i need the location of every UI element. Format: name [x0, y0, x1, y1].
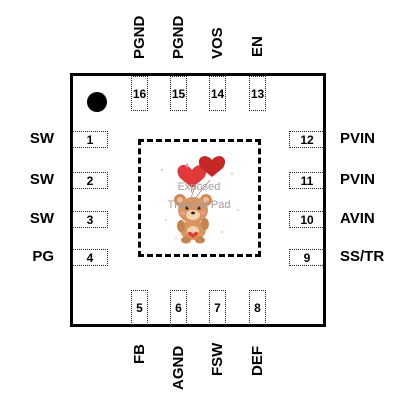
pin-pad-11: 11	[289, 172, 325, 189]
pin-pad-13: 13	[249, 76, 266, 111]
pin-pad-7: 7	[209, 290, 226, 325]
pin-pad-9: 9	[289, 249, 325, 266]
pin-pad-6: 6	[170, 290, 187, 325]
pin-label-5: FB	[131, 344, 148, 364]
pin-pad-3: 3	[72, 211, 108, 228]
pin-pad-12: 12	[289, 131, 325, 148]
pin-label-3: SW	[29, 210, 54, 227]
pin-label-2: SW	[29, 171, 54, 188]
teddy-bear-balloon-watermark	[160, 156, 239, 244]
pin-label-16: PGND	[131, 15, 148, 59]
pin-pad-10: 10	[289, 211, 325, 228]
pin-pad-16: 16	[131, 76, 148, 111]
pin-pad-14: 14	[209, 76, 226, 111]
pin-pad-1: 1	[72, 131, 108, 148]
pin-label-6: AGND	[170, 345, 187, 390]
pin-pad-4: 4	[72, 249, 108, 266]
pin-label-7: FSW	[209, 342, 226, 376]
pin-label-4: PG	[32, 248, 54, 265]
pin-label-10: AVIN	[340, 210, 375, 227]
exposed-thermal-pad	[138, 139, 261, 257]
pin1-indicator-dot	[87, 92, 107, 112]
pin-pad-5: 5	[131, 290, 148, 325]
ic-package-body	[70, 73, 326, 327]
pin-pad-2: 2	[72, 172, 108, 189]
pin-label-8: DEF	[249, 346, 266, 376]
pin-label-12: PVIN	[340, 130, 376, 147]
pin-label-11: PVIN	[340, 171, 376, 188]
pin-label-15: PGND	[170, 15, 187, 59]
pin-pad-15: 15	[170, 76, 187, 111]
pin-label-1: SW	[29, 130, 54, 147]
pin-label-13: EN	[249, 36, 266, 57]
pin-pad-8: 8	[249, 290, 266, 325]
pin-label-9: SS/TR	[340, 248, 385, 265]
pin-label-14: VOS	[209, 27, 226, 59]
